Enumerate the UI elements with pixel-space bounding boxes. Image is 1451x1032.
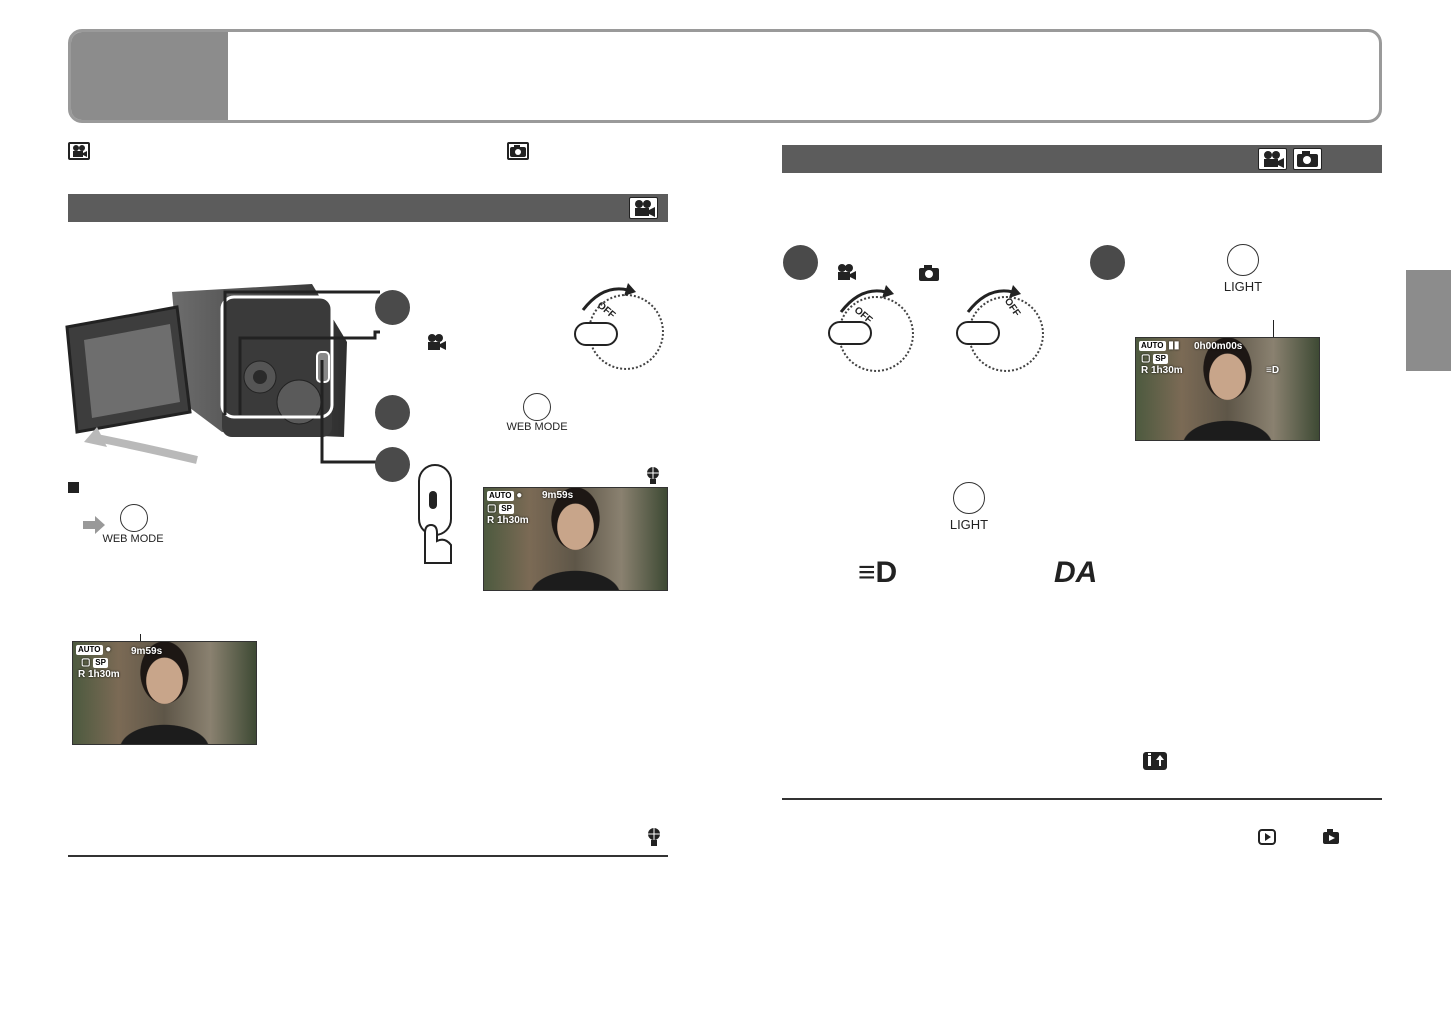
page-header — [68, 29, 1382, 123]
still-camera-icon — [507, 142, 529, 160]
light-label: LIGHT — [1223, 279, 1263, 294]
light-auto-symbol: DA — [1054, 556, 1098, 589]
section-divider-right — [782, 798, 1382, 800]
step-2-marker — [1090, 245, 1125, 280]
lcd-screen-normal: AUTO ● 9m59s ▢ SP R 1h30m — [72, 641, 257, 745]
step-1-marker — [783, 245, 818, 280]
remaining-time: R 1h30m — [78, 669, 120, 680]
dial-selector — [828, 321, 872, 345]
light-label: LIGHT — [949, 517, 989, 532]
light-button[interactable] — [953, 482, 985, 514]
step-1-marker — [375, 290, 410, 325]
video-camera-icon — [629, 197, 658, 219]
lcd-screen-web-mode: AUTO ● 9m59s ▢ SP R 1h30m — [483, 487, 668, 591]
web-mode-icon — [647, 467, 659, 484]
rotate-arrow-icon — [839, 285, 894, 313]
auto-badge: AUTO — [487, 491, 514, 501]
web-mode-button[interactable] — [120, 504, 148, 532]
video-camera-icon — [68, 142, 90, 160]
info-icon — [1143, 752, 1167, 770]
dial-selector — [956, 321, 1000, 345]
video-camera-icon — [428, 334, 446, 350]
record-time: 9m59s — [542, 490, 574, 501]
light-on-symbol: ≡D — [858, 556, 898, 589]
quality-badge: SP — [1153, 354, 1168, 364]
web-mode-label: WEB MODE — [102, 533, 164, 545]
chapter-side-tab — [1406, 270, 1451, 371]
step-2-marker — [375, 395, 410, 430]
quality-badge: SP — [93, 658, 108, 668]
auto-badge: AUTO — [76, 645, 103, 655]
record-button-press — [418, 464, 452, 564]
callout-tick — [140, 634, 141, 644]
web-mode-label: WEB MODE — [506, 421, 568, 433]
still-camera-icon — [1293, 148, 1322, 170]
video-camera-icon — [838, 264, 856, 280]
section-bar-video — [68, 194, 668, 222]
arrow-right-icon — [83, 516, 105, 534]
light-on-indicator: ≡D — [1266, 365, 1280, 376]
callout-lines — [223, 290, 380, 464]
camcorder-illustration — [65, 284, 347, 464]
header-tab — [71, 32, 228, 120]
section-bar-light — [782, 145, 1382, 173]
callout-tick — [1273, 320, 1274, 342]
dial-selector — [574, 322, 618, 346]
still-camera-icon — [919, 265, 939, 281]
step-3-marker — [375, 447, 410, 482]
web-mode-button[interactable] — [523, 393, 551, 421]
section-divider-left — [68, 855, 668, 857]
record-time: 9m59s — [131, 646, 163, 657]
light-button[interactable] — [1227, 244, 1259, 276]
bullet-square — [68, 482, 79, 493]
remaining-time: R 1h30m — [1141, 365, 1183, 376]
rotate-arrow-icon — [966, 285, 1021, 313]
video-camera-icon — [1258, 148, 1287, 170]
quality-badge: SP — [499, 504, 514, 514]
rotate-arrow-icon — [581, 283, 636, 311]
web-mode-icon — [648, 828, 660, 846]
remaining-time: R 1h30m — [487, 515, 529, 526]
playback-photo-icon — [1323, 829, 1339, 844]
lcd-screen-light: AUTO ▮▮ 0h00m00s ▢ SP R 1h30m ≡D — [1135, 337, 1320, 441]
record-time: 0h00m00s — [1194, 341, 1243, 352]
playback-video-icon — [1258, 829, 1276, 845]
auto-badge: AUTO — [1139, 341, 1166, 351]
